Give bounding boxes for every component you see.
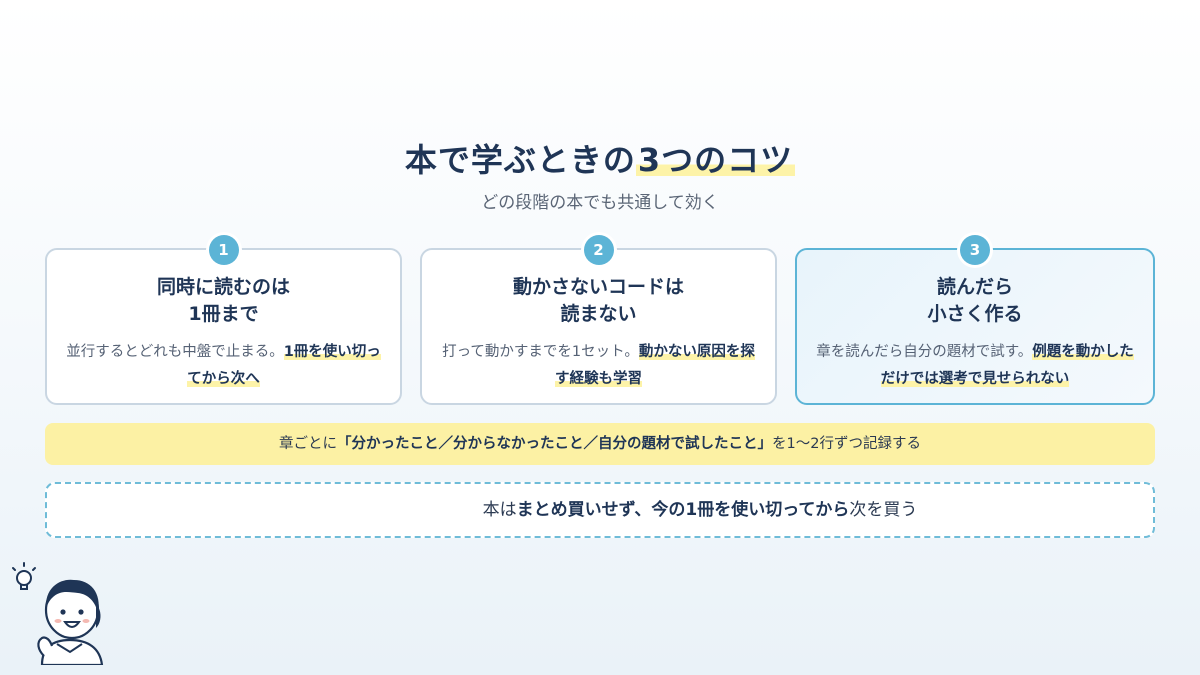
tip-card-title-line2: 小さく作る — [927, 303, 1023, 325]
page-title-wrap: 本で学ぶときの3つのコツ — [0, 138, 1200, 182]
record-tip-suffix: を1〜2行ずつ記録する — [772, 436, 921, 452]
tip-card-title: 動かさないコードは 読まない — [422, 274, 775, 328]
page-title-highlight: 3つのコツ — [635, 141, 796, 179]
tip-card-3: 3 読んだら 小さく作る 章を読んだら自分の題材で試す。例題を動かしただけでは選… — [795, 235, 1155, 405]
buying-tip-suffix: 次を買う — [849, 500, 918, 520]
tip-number-badge: 1 — [208, 235, 239, 265]
record-tip-bar: 章ごとに「分かったこと／分からなかったこと／自分の題材で試したこと」を1〜2行ず… — [45, 423, 1155, 465]
person-with-lightbulb-icon — [12, 562, 104, 665]
tip-card-2: 2 動かさないコードは 読まない 打って動かすまでを1セット。動かない原因を探す… — [420, 235, 777, 405]
tip-card-title-line2: 読まない — [560, 303, 637, 325]
tip-number-badge: 3 — [960, 235, 990, 265]
tip-card-title-line1: 動かさないコードは — [512, 276, 684, 298]
tip-card-1: 1 同時に読むのは 1冊まで 並行するとどれも中盤で止まる。1冊を使い切ってから… — [45, 235, 402, 405]
tip-number-badge: 2 — [583, 235, 614, 265]
page-title: 本で学ぶときの3つのコツ — [404, 138, 796, 182]
buying-tip-box: 本はまとめ買いせず、今の1冊を使い切ってから次を買う — [45, 482, 1155, 538]
tip-card-desc-plain: 章を読んだら自分の題材で試す。 — [816, 344, 1033, 360]
tip-card-desc-plain: 並行するとどれも中盤で止まる。 — [66, 344, 284, 360]
buying-tip-emphasis: まとめ買いせず、今の1冊を使い切ってから — [516, 500, 850, 520]
tip-card-title: 同時に読むのは 1冊まで — [47, 274, 400, 328]
tip-card-title: 読んだら 小さく作る — [797, 274, 1153, 328]
page-title-prefix: 本で学ぶときの — [404, 141, 636, 179]
page-subtitle: どの段階の本でも共通して効く — [481, 193, 719, 213]
tip-card-description: 章を読んだら自分の題材で試す。例題を動かしただけでは選考で見せられない — [811, 339, 1139, 393]
record-tip-prefix: 章ごとに — [279, 436, 338, 452]
tip-card-description: 並行するとどれも中盤で止まる。1冊を使い切ってから次へ — [61, 339, 386, 393]
buying-tip-prefix: 本は — [482, 500, 517, 520]
record-tip-emphasis: 「分かったこと／分からなかったこと／自分の題材で試したこと」 — [337, 436, 773, 452]
tip-card-title-line1: 読んだら — [936, 276, 1013, 298]
tip-card-title-line1: 同時に読むのは — [156, 276, 290, 298]
lightbulb-icon — [12, 562, 36, 590]
tip-card-title-line2: 1冊まで — [188, 303, 259, 325]
tip-card-desc-plain: 打って動かすまでを1セット。 — [442, 344, 639, 360]
tip-card-description: 打って動かすまでを1セット。動かない原因を探す経験も学習 — [436, 339, 761, 393]
